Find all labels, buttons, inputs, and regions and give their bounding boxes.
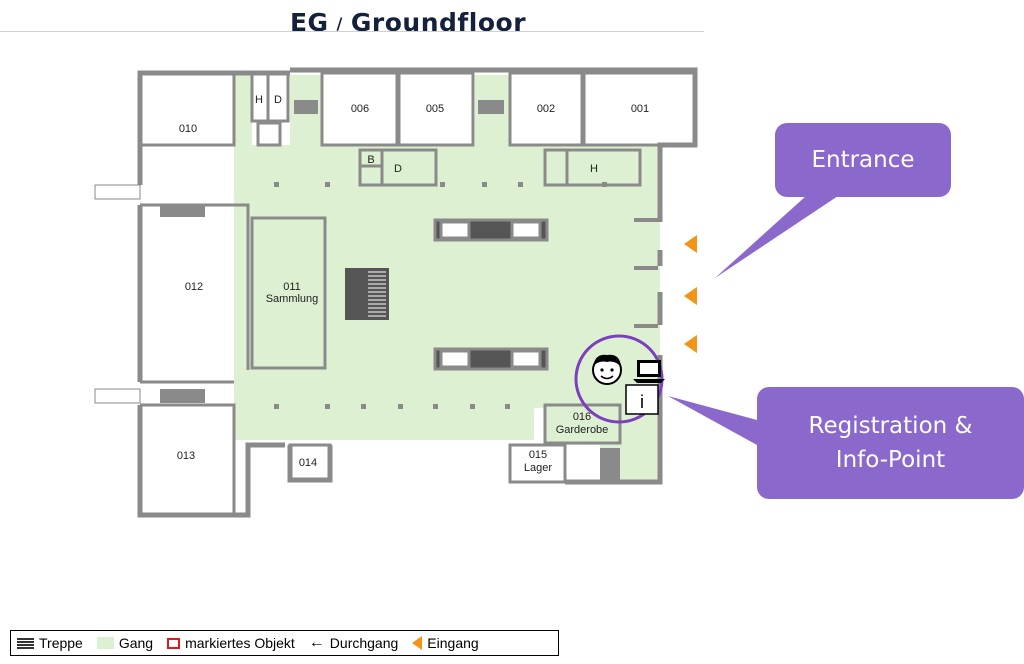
legend-item-stairs: Treppe: [17, 635, 83, 651]
room-006-label: 006: [351, 103, 369, 115]
legend-passage-label: Durchgang: [329, 635, 399, 651]
laptop-icon: [633, 360, 665, 383]
legend-item-entrance: Eingang: [412, 635, 479, 651]
room-001-label: 001: [631, 103, 649, 115]
passage-arrow-icon: ←: [308, 634, 325, 651]
corridor-area: [234, 75, 660, 481]
pillars: [274, 182, 658, 409]
registration-callout-line2: Info-Point: [835, 447, 946, 473]
room-013-label: 013: [177, 450, 195, 462]
title-separator: /: [336, 14, 343, 33]
stairs-icon: [94, 100, 620, 480]
room-b-label: B: [367, 154, 374, 166]
legend-entrance-label: Eingang: [427, 635, 479, 651]
legend-item-marked: markiertes Objekt: [167, 635, 295, 651]
room-015-number: 015: [529, 449, 547, 461]
legend-marked-label: markiertes Objekt: [185, 635, 295, 651]
room-011-name: Sammlung: [266, 293, 319, 305]
legend-item-corridor: Gang: [96, 635, 154, 651]
room-012-label: 012: [185, 281, 203, 293]
title-floor-code: EG: [289, 8, 329, 37]
title-floor-name: Groundfloor: [350, 8, 527, 37]
room-005-label: 005: [426, 103, 444, 115]
legend-stairs-label: Treppe: [39, 635, 83, 651]
room-014-label: 014: [299, 457, 317, 469]
entrance-arrow-icon: [684, 235, 697, 353]
legend-corridor-label: Gang: [118, 635, 154, 651]
info-letter: i: [640, 392, 644, 412]
stairs-icon: [17, 637, 34, 649]
room-010-label: 010: [179, 123, 197, 135]
room-h2-label: H: [590, 163, 598, 175]
room-walls: [140, 71, 697, 515]
person-face-icon: [592, 354, 622, 385]
title-rule: [0, 31, 704, 32]
legend-item-passage: ← Durchgang: [309, 634, 399, 652]
room-d2-label: D: [394, 163, 402, 175]
room-d1-label: D: [274, 94, 282, 106]
central-blocks: [433, 218, 549, 371]
room-015-name: Lager: [524, 462, 552, 474]
room-016-number: 016: [573, 411, 591, 423]
info-icon: i: [625, 384, 659, 415]
room-002-label: 002: [537, 103, 555, 115]
room-016-name: Garderobe: [556, 424, 609, 436]
room-h1-label: H: [255, 94, 263, 106]
entrance-callout-tail: [715, 196, 838, 278]
registration-callout-line1: Registration &: [808, 413, 973, 439]
entrance-callout: Entrance: [775, 123, 951, 197]
map-legend: Treppe Gang markiertes Objekt ← Durchgan…: [10, 630, 559, 656]
entrance-callout-text: Entrance: [811, 147, 915, 173]
page-title: EG / Groundfloor: [0, 8, 816, 37]
registration-callout-tail: [668, 396, 757, 445]
corridor-swatch: [96, 637, 114, 649]
entrance-arrow-icon: [412, 636, 423, 650]
registration-callout: Registration & Info-Point: [757, 387, 1024, 499]
room-011-number: 011: [283, 281, 301, 293]
marked-object-swatch: [167, 637, 181, 649]
